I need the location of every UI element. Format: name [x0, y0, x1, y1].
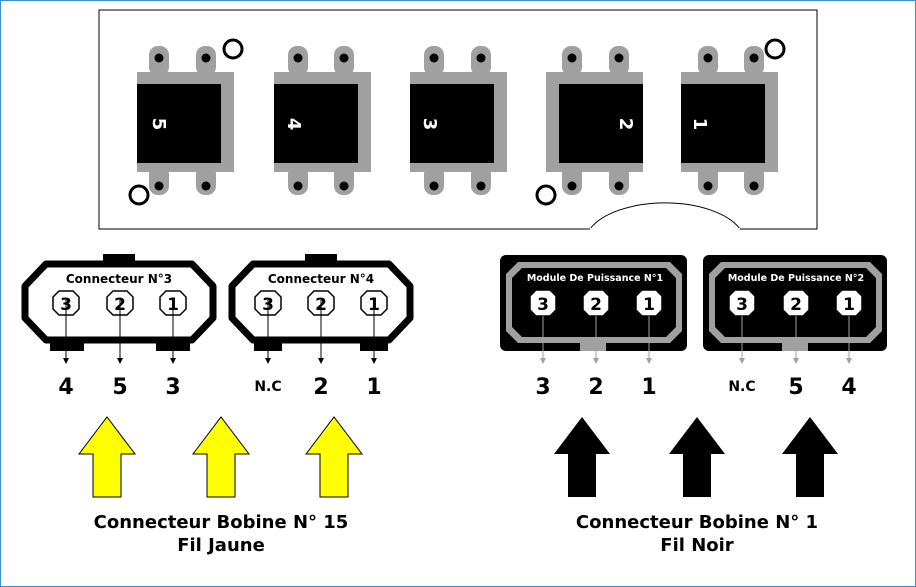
- pin-label: 3: [736, 295, 748, 315]
- wire-number: 2: [313, 375, 328, 400]
- board-module-5: 5: [137, 46, 234, 195]
- wire-number: 4: [58, 375, 73, 400]
- caption-left-subtitle: Fil Jaune: [177, 535, 265, 556]
- connector-4: Connecteur N°4 3 2 1 N.C 2 1: [228, 254, 414, 400]
- wire-number: 3: [535, 375, 550, 400]
- wire-number: 3: [165, 375, 180, 400]
- power-module-title: Module De Puissance N°1: [527, 273, 663, 284]
- connector-title: Connecteur N°4: [268, 272, 374, 286]
- black-arrows: [554, 417, 838, 497]
- wire-number: 1: [366, 375, 381, 400]
- wire-number: N.C: [254, 379, 281, 395]
- connector-title: Connecteur N°3: [66, 272, 172, 286]
- board-module-3: 3: [410, 46, 507, 195]
- mounting-hole: [764, 38, 786, 60]
- mounting-hole: [222, 38, 244, 60]
- power-module-2: Module De Puissance N°2 3 2 1 N.C 5 4: [703, 255, 887, 400]
- wire-number: 5: [788, 375, 803, 400]
- caption-left-title: Connecteur Bobine N° 15: [94, 512, 349, 533]
- up-arrow-icon: [669, 417, 725, 497]
- mounting-hole: [128, 184, 150, 206]
- up-arrow-icon: [554, 417, 610, 497]
- up-arrow-icon: [304, 416, 364, 498]
- board-module-2: 2: [546, 46, 643, 195]
- wire-number: 1: [641, 375, 656, 400]
- caption-right-subtitle: Fil Noir: [660, 535, 734, 556]
- wire-number: 2: [588, 375, 603, 400]
- wire-number: N.C: [728, 379, 755, 395]
- board-module-1: 1: [681, 46, 778, 195]
- wire-number: 5: [112, 375, 127, 400]
- pin-label: 1: [843, 295, 855, 315]
- power-module-1: Module De Puissance N°1 3 2 1 3 2 1: [500, 255, 687, 400]
- power-module-title: Module De Puissance N°2: [728, 273, 864, 284]
- board-module-label: 4: [283, 118, 304, 131]
- pin-label: 3: [537, 295, 549, 315]
- up-arrow-icon: [77, 416, 137, 498]
- yellow-arrows: [77, 416, 364, 498]
- pin-label: 1: [643, 295, 655, 315]
- board-module-label: 1: [689, 118, 710, 131]
- wire-number: 4: [841, 375, 856, 400]
- board-module-label: 2: [615, 118, 636, 131]
- board-module-4: 4: [274, 46, 371, 195]
- board-module-label: 3: [419, 118, 440, 131]
- board-module-label: 5: [148, 118, 169, 131]
- pin-label: 2: [790, 295, 802, 315]
- up-arrow-icon: [191, 416, 251, 498]
- caption-right-title: Connecteur Bobine N° 1: [576, 512, 818, 533]
- pin-label: 2: [590, 295, 602, 315]
- connector-3: Connecteur N°3 3 2 1 4 5 3: [21, 254, 217, 400]
- mounting-hole: [535, 184, 557, 206]
- up-arrow-icon: [782, 417, 838, 497]
- ignition-board: 5 4 3: [98, 9, 818, 230]
